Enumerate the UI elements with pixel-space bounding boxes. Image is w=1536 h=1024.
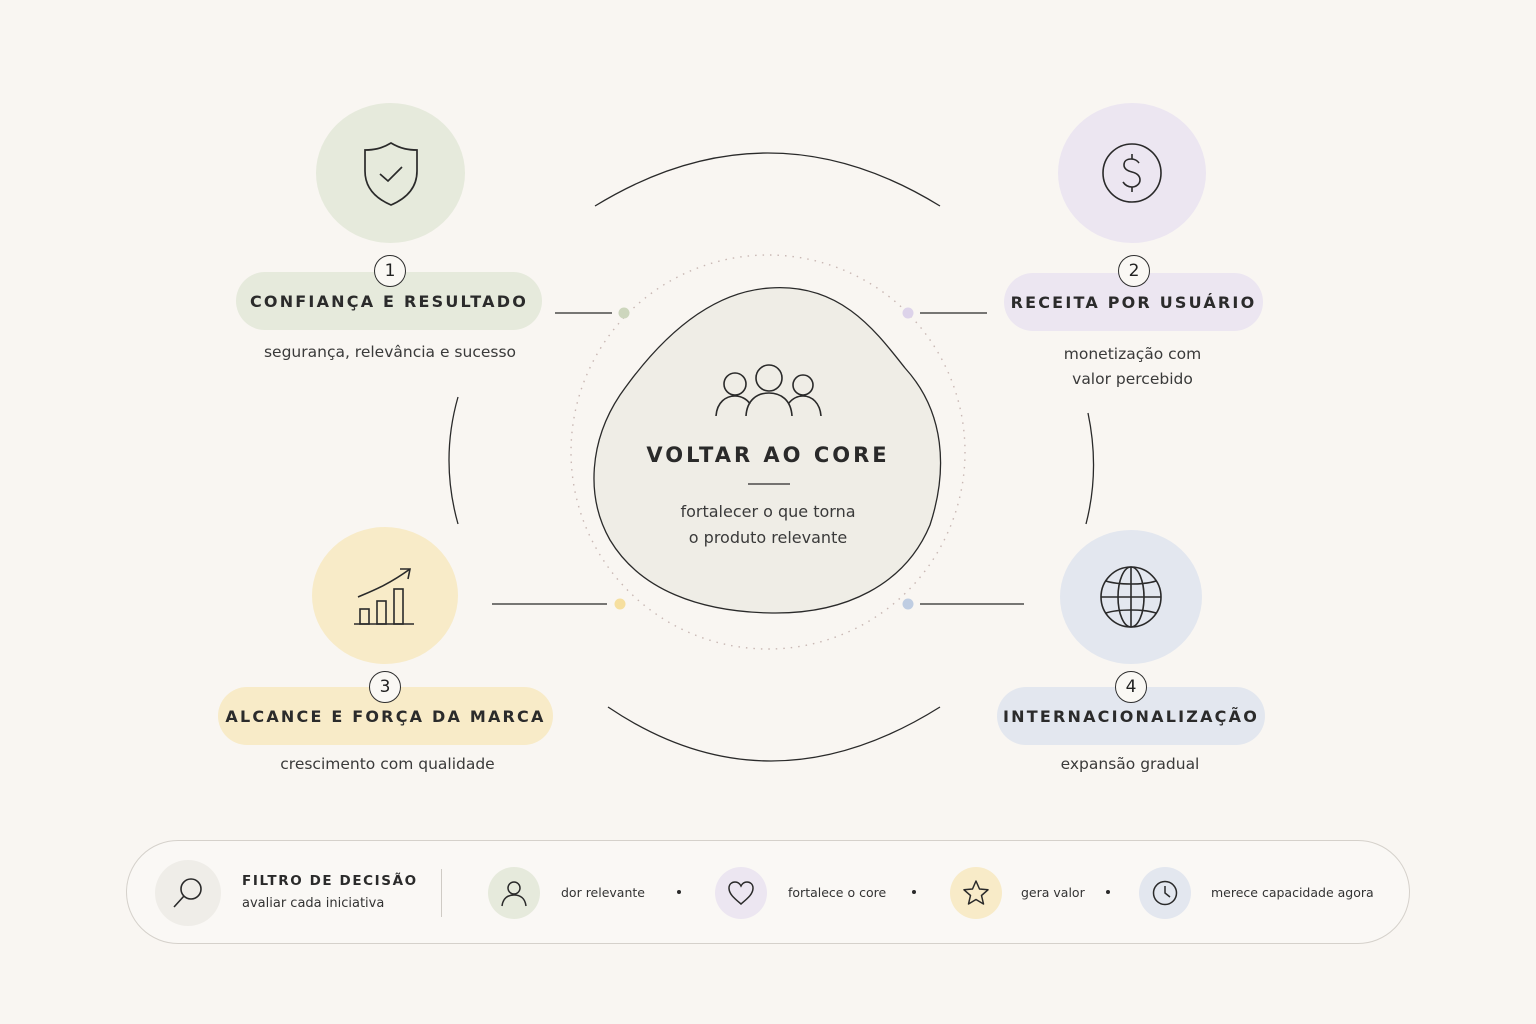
criterion-separator-3 [1106, 890, 1110, 894]
pillar-4-description-line1: expansão gradual [1060, 755, 1200, 773]
pillar-1-description-line1: segurança, relevância e sucesso [263, 343, 517, 361]
criterion-3-icon-circle [950, 867, 1002, 919]
growth-chart-icon [354, 567, 414, 625]
connector-4-dot [902, 598, 914, 610]
globe-icon [1100, 566, 1162, 628]
heart-icon [728, 881, 754, 905]
bottom-arc [607, 706, 941, 762]
people-group-icon [715, 364, 822, 417]
criterion-separator-1 [677, 890, 681, 894]
pillar-3-description-line1: crescimento com qualidade [280, 755, 495, 773]
criterion-1-label: dor relevante [561, 885, 645, 900]
shield-check-icon [363, 142, 418, 206]
pillar-4-number: 4 [1115, 671, 1147, 703]
right-arc [1085, 412, 1095, 525]
criterion-2-icon-circle [715, 867, 767, 919]
pillar-2-number: 2 [1118, 255, 1150, 287]
core-subtitle: fortalecer o que torna o produto relevan… [0, 499, 1536, 551]
pillar-2-description: monetização com valor percebido [990, 342, 1275, 392]
search-icon [173, 878, 202, 908]
user-icon [501, 881, 527, 907]
core-subtitle-line2: o produto relevante [688, 528, 848, 547]
decision-filter-icon-circle [155, 860, 221, 926]
pillar-2-description-line2: valor percebido [1072, 370, 1193, 388]
dollar-icon [1102, 143, 1162, 203]
decision-filter-subtitle: avaliar cada iniciativa [242, 896, 385, 911]
connector-3-dot [614, 598, 626, 610]
pillar-1-icon-circle [316, 103, 465, 243]
star-icon [963, 880, 989, 905]
left-arc [448, 396, 459, 525]
connector-2-dot [902, 307, 914, 319]
top-arc [594, 152, 941, 207]
connector-1-dot [618, 307, 630, 319]
core-blob [593, 287, 942, 614]
pillar-3-description: crescimento com qualidade [220, 752, 555, 777]
pillar-1-description: segurança, relevância e sucesso [220, 340, 560, 365]
pillar-3-number: 3 [369, 671, 401, 703]
criterion-1-icon-circle [488, 867, 540, 919]
criterion-4-label: merece capacidade agora [1211, 885, 1374, 900]
pillar-2-description-line1: monetização com [1063, 345, 1202, 363]
core-title: VOLTAR AO CORE [646, 443, 890, 467]
pillar-3-icon-circle [312, 527, 458, 664]
pillar-4-description: expansão gradual [990, 752, 1270, 777]
criterion-2-label: fortalece o core [788, 885, 887, 900]
dotted-ring [570, 254, 966, 650]
decision-filter-title: FILTRO DE DECISÃO [242, 873, 418, 889]
pillar-1-number: 1 [374, 255, 406, 287]
core-subtitle-line1: fortalecer o que torna [680, 502, 856, 521]
criterion-4-icon-circle [1139, 867, 1191, 919]
pillar-1-title: CONFIANÇA E RESULTADO [236, 272, 542, 330]
clock-icon [1152, 880, 1178, 906]
criterion-separator-2 [912, 890, 916, 894]
pillar-2-icon-circle [1058, 103, 1206, 243]
decision-filter-divider [441, 869, 442, 917]
pillar-4-title: INTERNACIONALIZAÇÃO [997, 687, 1265, 745]
pillar-4-icon-circle [1060, 530, 1202, 664]
decision-filter-bar [126, 840, 1410, 944]
criterion-3-label: gera valor [1021, 885, 1085, 900]
